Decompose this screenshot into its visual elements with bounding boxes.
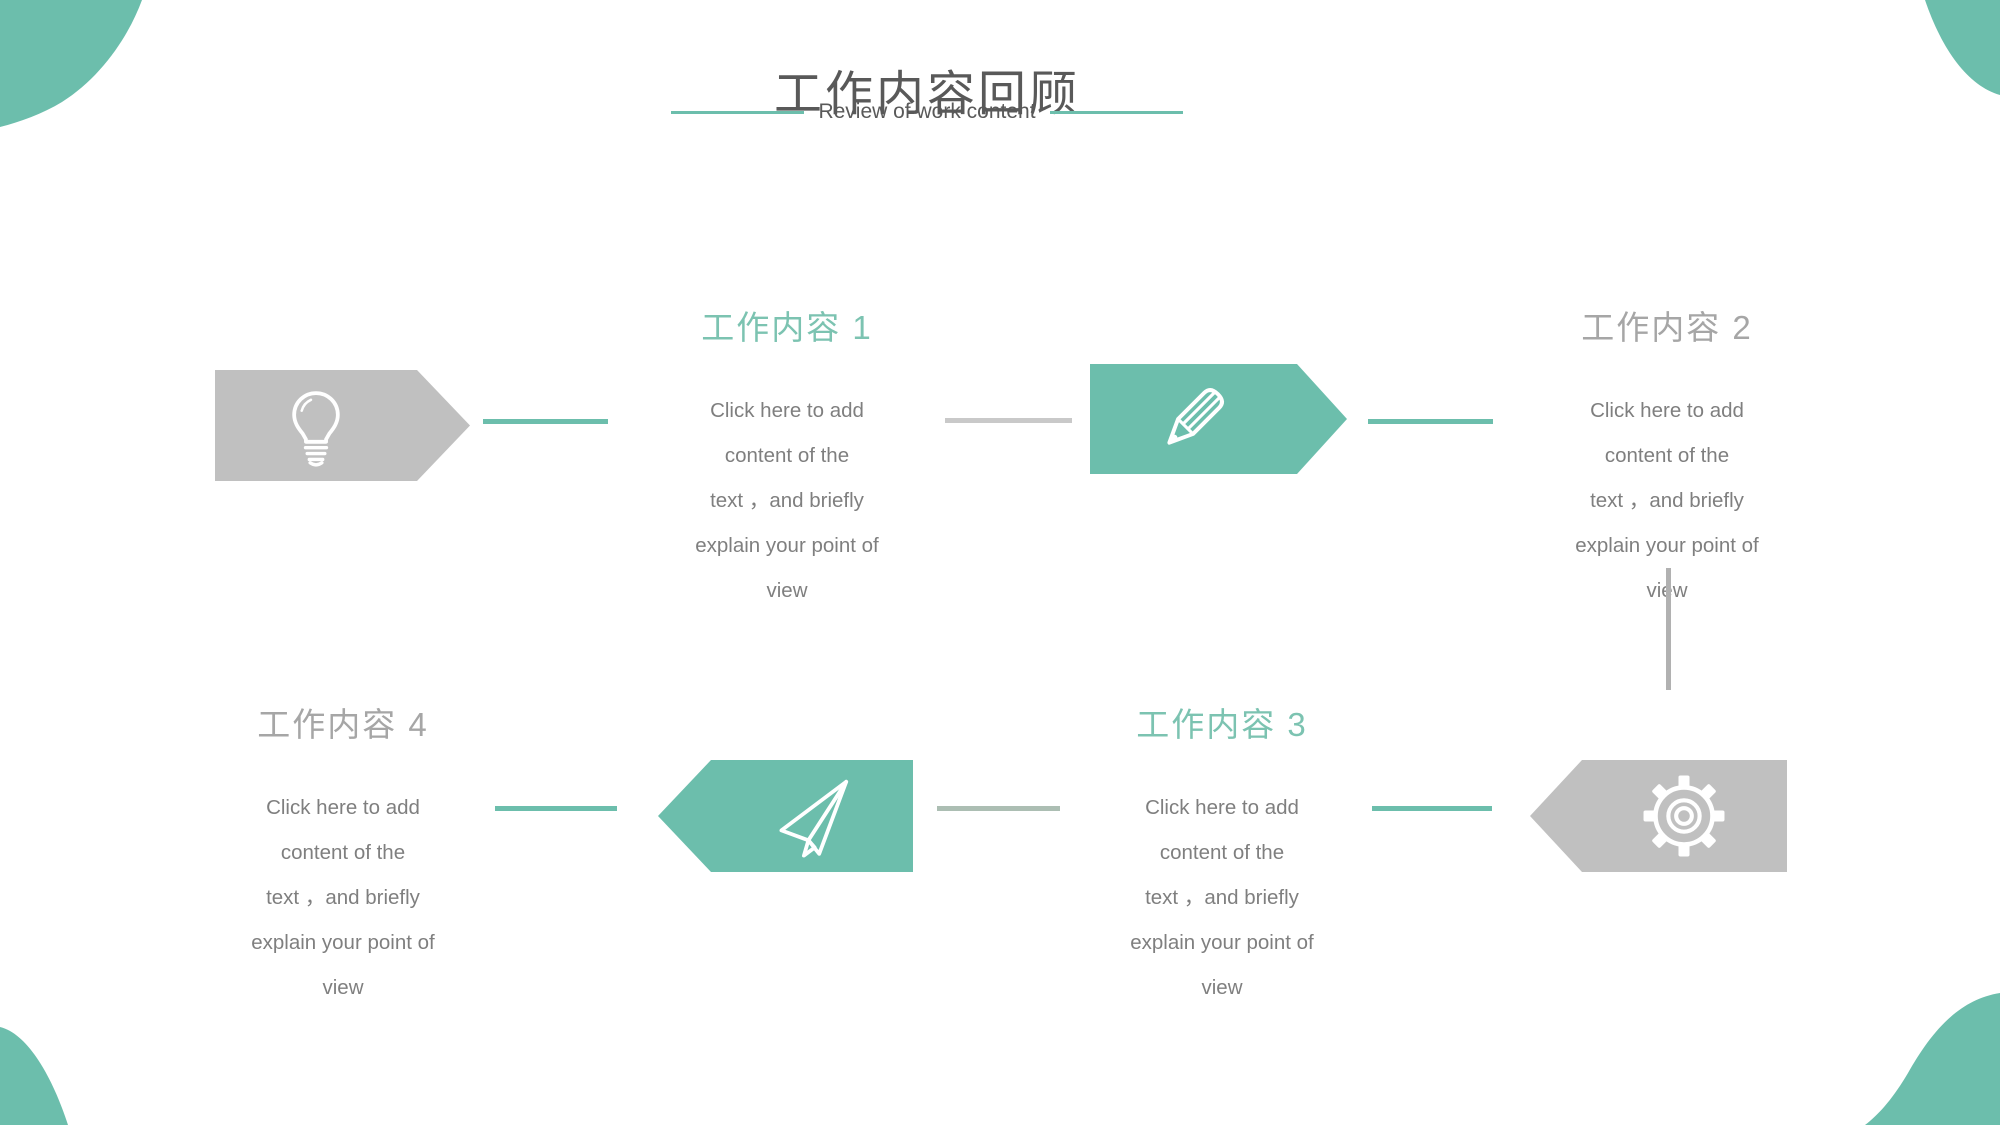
item-heading-4: 工作内容 4 [257, 706, 429, 743]
item-heading-1: 工作内容 1 [701, 309, 873, 346]
subtitle-rule-left [671, 110, 805, 114]
connector-line-shape1-to-text1 [483, 419, 608, 424]
slide-title: 工作内容回顾 [773, 68, 1080, 122]
arrow-shape-item4 [658, 760, 913, 872]
connector-line-text1-to-shape2 [945, 418, 1072, 423]
arrow-shape-item3 [1530, 760, 1787, 872]
corner-decoration-top-right [1925, 0, 2000, 95]
subtitle-rule-right [1049, 110, 1183, 114]
item-heading-3: 工作内容 3 [1136, 706, 1308, 743]
content-block-1: 工作内容 1 Click here to add content of the … [657, 303, 917, 613]
corner-decoration-bottom-left [0, 1027, 68, 1125]
connector-line-shape4-to-text3 [937, 806, 1060, 811]
connector-line-text2-to-shape3 [1666, 568, 1671, 690]
corner-decoration-bottom-right [1865, 993, 2000, 1125]
corner-decoration-top-left [0, 0, 142, 127]
connector-line-text4-to-shape4 [495, 806, 617, 811]
connector-line-text3-to-shape3 [1372, 806, 1492, 811]
slide-subtitle: Review of work content [818, 100, 1036, 123]
item-body-4: Click here to add content of the text ，a… [251, 796, 435, 999]
content-block-2: 工作内容 2 Click here to add content of the … [1537, 303, 1797, 613]
item-heading-2: 工作内容 2 [1581, 309, 1753, 346]
arrow-shape-item1 [215, 370, 470, 481]
item-body-2: Click here to add content of the text ，a… [1575, 399, 1759, 602]
arrow-shape-item2 [1090, 364, 1347, 474]
content-block-4: 工作内容 4 Click here to add content of the … [213, 700, 473, 1010]
item-body-1: Click here to add content of the text ，a… [695, 399, 879, 602]
connector-line-shape2-to-text2 [1368, 419, 1493, 424]
slide-subtitle-row: Review of work content [527, 100, 1327, 124]
content-block-3: 工作内容 3 Click here to add content of the … [1092, 700, 1352, 1010]
item-body-3: Click here to add content of the text ，a… [1130, 796, 1314, 999]
